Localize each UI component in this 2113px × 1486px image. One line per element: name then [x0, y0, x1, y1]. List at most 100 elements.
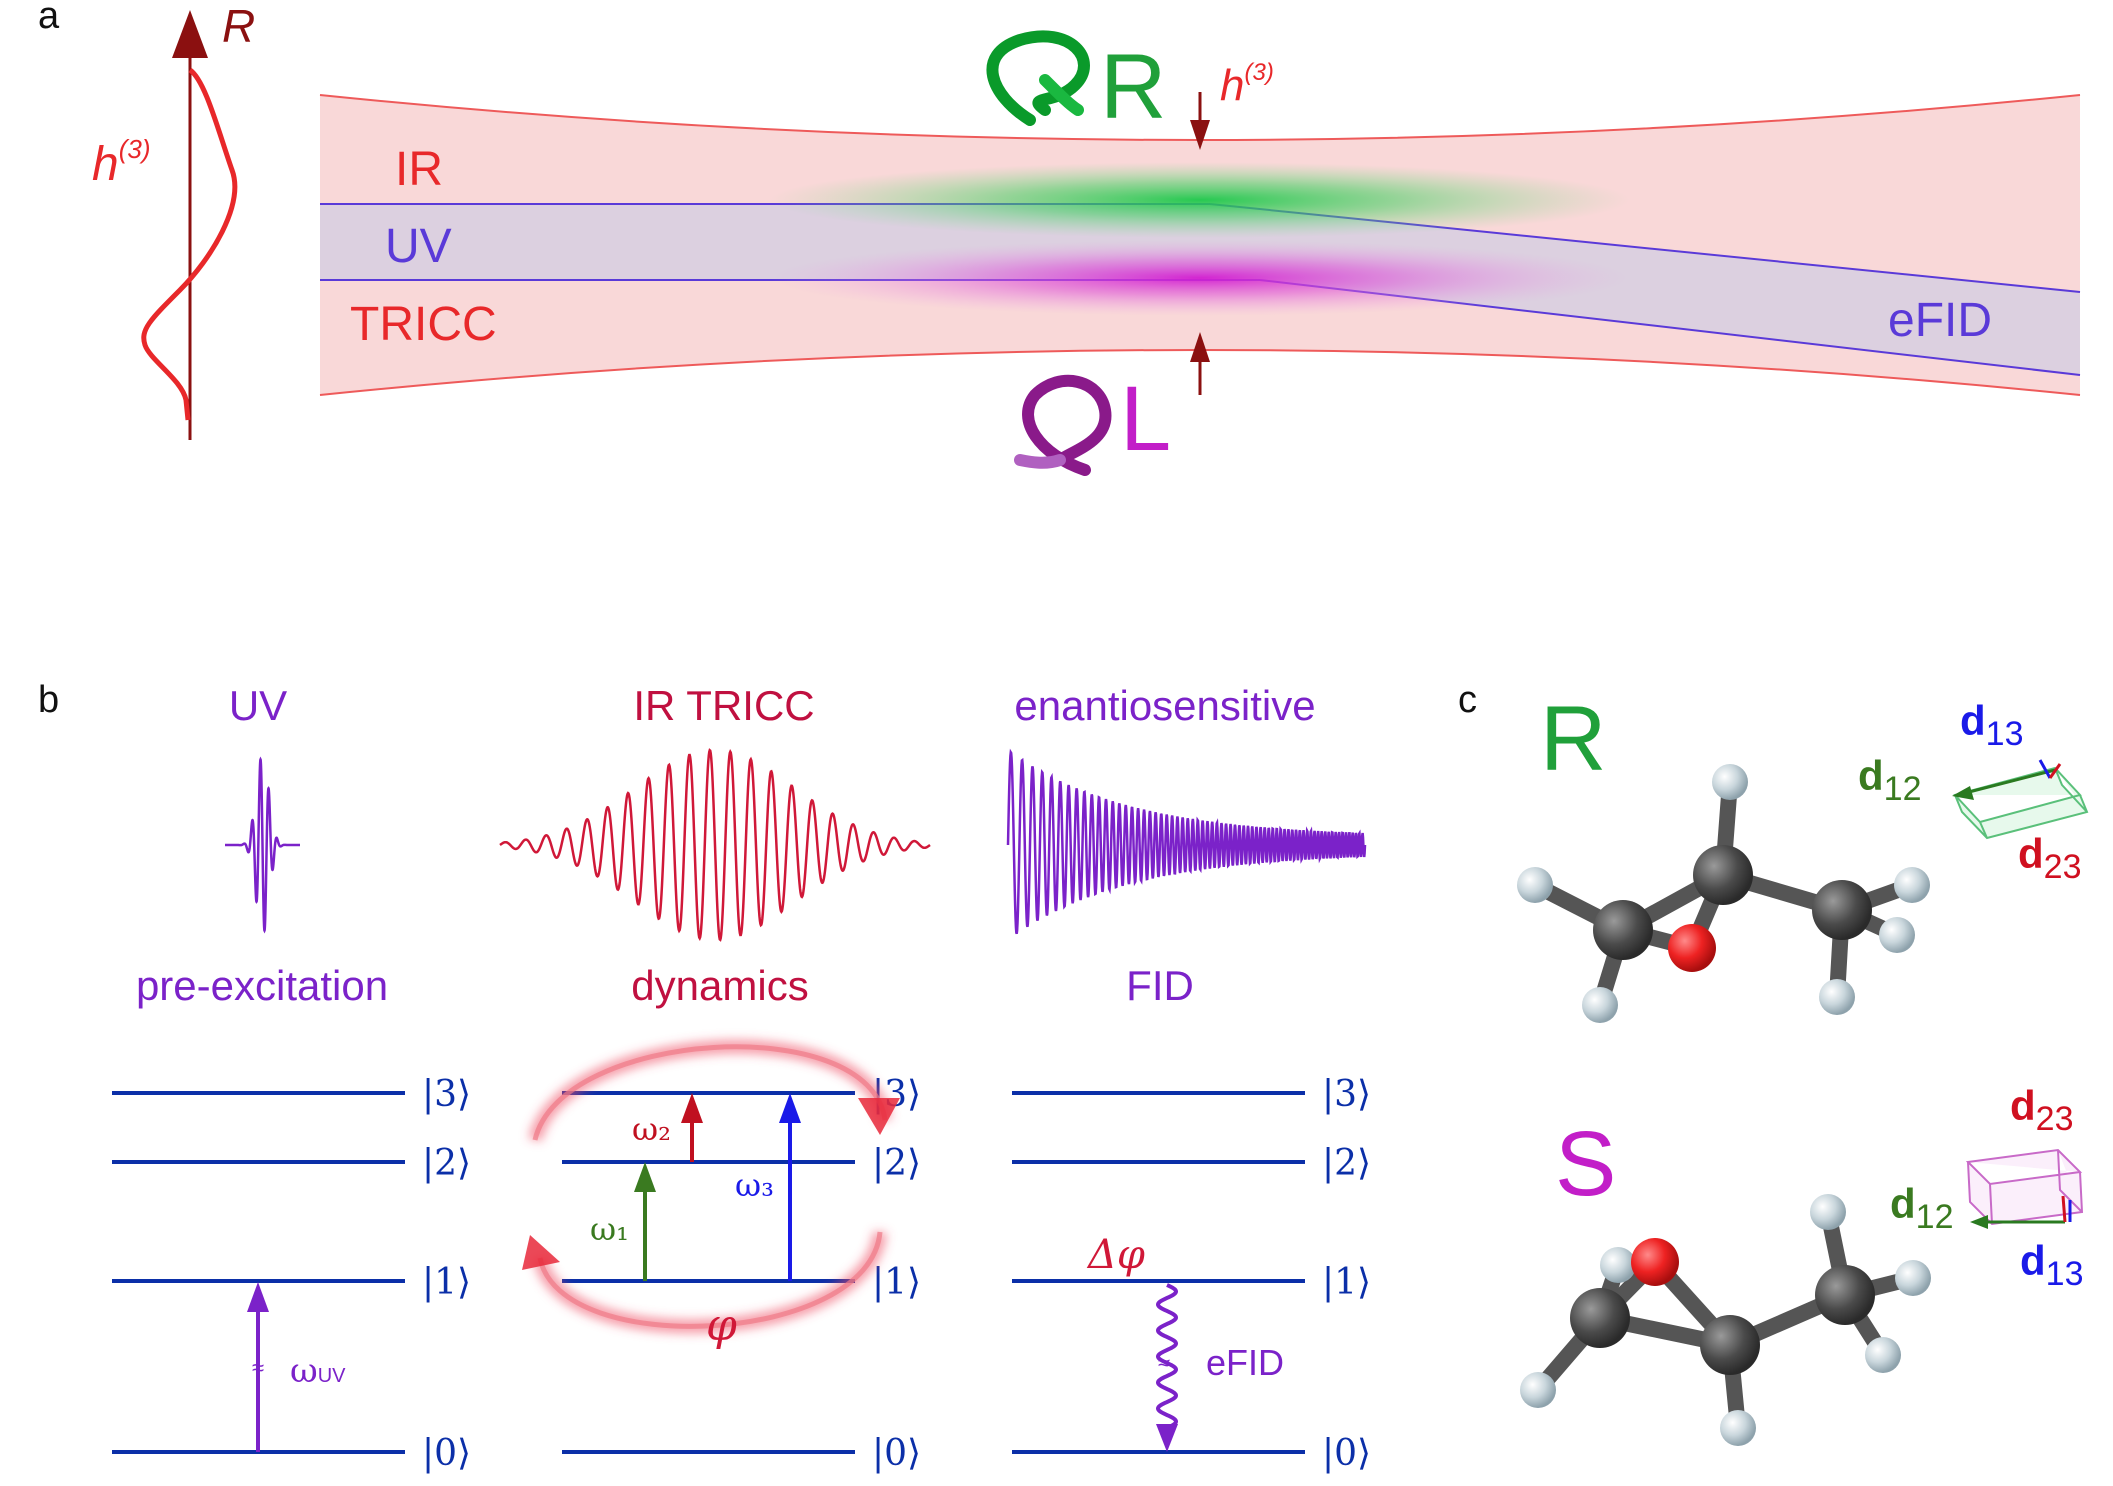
col2-label-0: |0⟩ — [872, 1433, 921, 1474]
omega2-arrowhead — [681, 1093, 703, 1123]
phase-label: φ — [706, 1300, 737, 1351]
omega2-label: ω₂ — [632, 1110, 671, 1148]
delta-phase-label: Δφ — [1086, 1232, 1145, 1278]
s-d23-label: d23 — [2010, 1082, 2073, 1138]
efid-label: eFID — [1888, 294, 1992, 347]
r-loop-icon — [986, 30, 1090, 126]
hydrogen-atom — [1582, 987, 1618, 1023]
carbon-atom — [1693, 845, 1753, 905]
uv-pulse-waveform — [225, 756, 300, 934]
uv-approx-mark: ≈ — [252, 1355, 264, 1380]
d12-vector-arrow — [1964, 768, 2056, 795]
r-dipole-box: d13 d12 d23 — [1858, 697, 2089, 886]
phase-cycle-ring-bottom-arrowhead — [522, 1235, 560, 1270]
hydrogen-atom — [1600, 1247, 1636, 1283]
col1-label-1: |1⟩ — [422, 1262, 471, 1303]
omega3-arrowhead — [779, 1093, 801, 1123]
r-box-outline — [1953, 766, 2089, 840]
hydrogen-atom — [1520, 1372, 1556, 1408]
panel-a: a R h(3) IR UV TRICC eFID h(3) — [38, 0, 2081, 476]
hydrogen-atom — [1720, 1410, 1756, 1446]
s-d12-vector-arrowhead — [1970, 1215, 1988, 1229]
col1-label-0: |0⟩ — [422, 1433, 471, 1474]
col1-pulse-title: UV — [229, 682, 287, 729]
col3-energy-levels — [1012, 1091, 1305, 1454]
l-loop-icon — [1022, 374, 1112, 476]
col2-label-2: |2⟩ — [872, 1143, 921, 1184]
molecule-r-label: R — [1540, 688, 1606, 790]
panel-c: c R — [1458, 679, 2089, 1446]
efid-approx-mark: ≈ — [1158, 1350, 1170, 1375]
beam-label-tricc: TRICC — [350, 298, 497, 351]
hydrogen-atom — [1810, 1194, 1846, 1230]
efid-emission-arrowhead — [1156, 1424, 1178, 1452]
col2-label-1: |1⟩ — [872, 1262, 921, 1303]
col2-stage-title: dynamics — [631, 962, 808, 1009]
col3-pulse-title: enantiosensitive — [1014, 682, 1315, 729]
s-d23-vector-arrow — [2061, 1195, 2067, 1223]
l-enantiomer-glow — [770, 240, 1630, 316]
s-d13-label: d13 — [2020, 1237, 2083, 1293]
r-enantiomer-glow — [770, 162, 1630, 238]
phase-cycle-ring-top-core — [532, 1044, 888, 1141]
col1-label-3: |3⟩ — [422, 1074, 471, 1115]
carbon-atom — [1815, 1265, 1875, 1325]
hydrogen-atom — [1865, 1337, 1901, 1373]
enantiomer-l-label: L — [1120, 368, 1171, 470]
panel-c-label: c — [1458, 679, 1477, 721]
col3-label-0: |0⟩ — [1322, 1433, 1371, 1474]
omega3-label: ω₃ — [735, 1166, 774, 1204]
oxygen-atom — [1631, 1238, 1679, 1286]
enantiosensitive-fid-waveform — [1006, 748, 1367, 935]
r-loop-icon-tail — [1039, 74, 1084, 116]
focus-arrow-bottom-head — [1190, 332, 1210, 362]
focus-h3-label: h(3) — [1220, 59, 1274, 110]
hydrogen-atom — [1895, 1260, 1931, 1296]
efid-emission-label: eFID — [1206, 1342, 1284, 1383]
hydrogen-atom — [1819, 979, 1855, 1015]
col3-label-2: |2⟩ — [1322, 1143, 1371, 1184]
molecule-r — [1517, 764, 1930, 1023]
carbon-atom — [1700, 1315, 1760, 1375]
col3-label-1: |1⟩ — [1322, 1262, 1371, 1303]
omega1-arrowhead — [634, 1162, 656, 1192]
d12-vector-arrowhead — [1952, 786, 1974, 800]
hydrogen-atom — [1517, 867, 1553, 903]
col3-stage-title: FID — [1126, 962, 1194, 1009]
col2-energy-levels — [562, 1091, 855, 1454]
s-d12-label: d12 — [1890, 1180, 1953, 1236]
hydrogen-atom — [1894, 867, 1930, 903]
molecule-s — [1520, 1194, 1931, 1446]
enantiomer-r-label: R — [1100, 36, 1166, 138]
col1-stage-title: pre-excitation — [136, 962, 388, 1009]
uv-excitation-arrowhead — [247, 1282, 269, 1312]
efid-emission-arrow — [1155, 1283, 1179, 1430]
r-axis-label: R — [222, 0, 255, 52]
uv-band — [320, 204, 2080, 375]
col1-label-2: |2⟩ — [422, 1143, 471, 1184]
col2-pulse-title: IR TRICC — [633, 682, 814, 729]
focus-arrow-top-head — [1190, 120, 1210, 150]
h3-profile-label: h(3) — [92, 134, 150, 191]
col3-label-3: |3⟩ — [1322, 1074, 1371, 1115]
l-loop-icon-tail — [1014, 454, 1066, 469]
molecule-s-label: S — [1555, 1113, 1616, 1215]
oxygen-atom — [1668, 924, 1716, 972]
r-d23-label: d23 — [2018, 830, 2081, 886]
omega1-label: ω₁ — [590, 1210, 629, 1248]
carbon-atom — [1570, 1288, 1630, 1348]
panel-b-label: b — [38, 679, 59, 721]
r-d13-label: d13 — [1960, 697, 2023, 753]
beam-label-uv: UV — [385, 220, 452, 273]
d23-vector-arrow — [2048, 763, 2062, 779]
omega-uv-label: ωUV — [290, 1351, 346, 1391]
s-dipole-box: d23 d12 d13 — [1890, 1082, 2083, 1293]
carbon-atom — [1593, 900, 1653, 960]
phase-cycle-ring-bottom-core — [537, 1231, 883, 1329]
r-axis-arrowhead — [172, 10, 208, 58]
panel-a-label: a — [38, 0, 60, 37]
phase-cycle-ring-top-arrowhead — [858, 1098, 900, 1135]
r-d12-label: d12 — [1858, 752, 1921, 808]
hydrogen-atom — [1879, 917, 1915, 953]
